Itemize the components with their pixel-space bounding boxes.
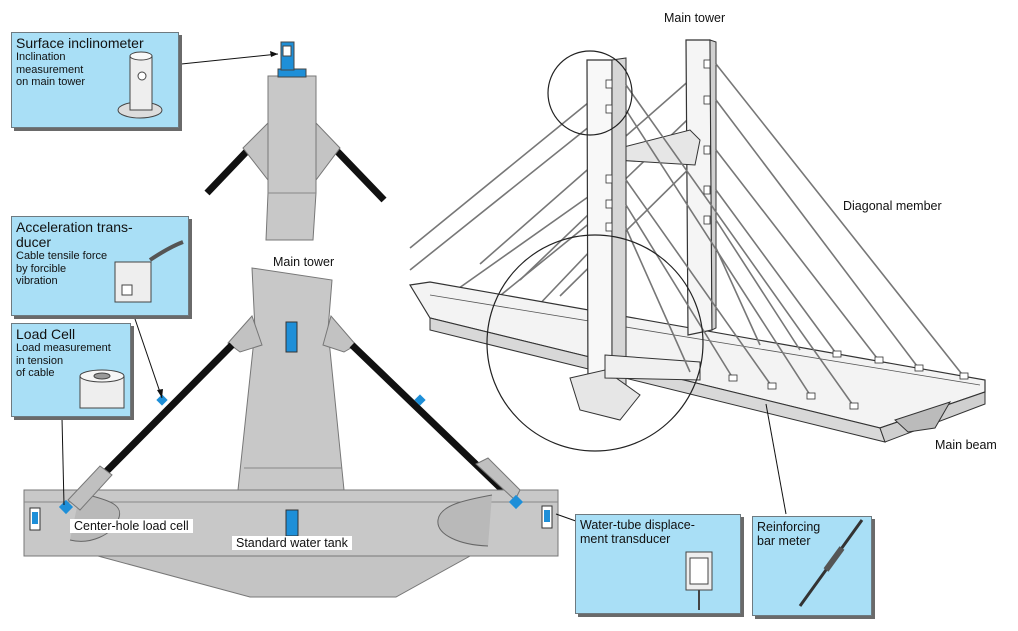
callout-desc-line: vibration (16, 275, 58, 287)
callout-desc-line: of cable (16, 367, 55, 379)
label-diagonal-member: Diagonal member (843, 199, 942, 213)
callout-title: Load Cell (16, 326, 76, 342)
tower-sensor (285, 321, 298, 353)
detail-circle-top (547, 50, 633, 136)
callout-desc-line: measurement (16, 63, 84, 76)
callout-acceleration-transducer: Acceleration trans- ducer Cable tensile … (11, 216, 189, 316)
upper-tower-detail (204, 75, 387, 241)
callout-title: Surface inclinometer (16, 35, 144, 51)
label-main-beam: Main beam (935, 438, 997, 452)
callout-water-tube: Water-tube displace- ment transducer (575, 514, 741, 614)
label-main-tower-right: Main tower (664, 11, 726, 25)
callout-desc-line: in tension (16, 354, 64, 367)
callout-title: bar meter (757, 534, 811, 548)
callout-title: ment transducer (580, 532, 671, 546)
callout-desc-line: Load measurement (16, 342, 111, 354)
main-tower-left (227, 267, 357, 491)
callout-title: Acceleration trans- (16, 219, 133, 235)
inclinometer-leader (161, 53, 279, 67)
surface-inclinometer-sensor (277, 41, 307, 78)
callout-surface-inclinometer: Surface inclinometer Inclination measure… (11, 32, 179, 128)
label-standard-water-tank: Standard water tank (232, 536, 352, 550)
callout-title: Water-tube displace- (580, 518, 695, 532)
callout-desc-line: Cable tensile force (16, 250, 108, 262)
label-center-hole-load-cell: Center-hole load cell (70, 519, 193, 533)
callout-title: ducer (16, 234, 52, 250)
cable-right (349, 342, 516, 503)
callout-load-cell: Load Cell Load measurement in tension of… (11, 323, 131, 417)
callout-reinforcing-bar: Reinforcing bar meter (752, 516, 872, 616)
water-tank-sensor (285, 509, 299, 537)
bridge-perspective (409, 39, 986, 515)
callout-desc-line: Inclination (16, 51, 66, 63)
callout-desc-line: on main tower (16, 76, 86, 88)
callout-desc-line: by forcible (16, 262, 67, 275)
detail-circle-bottom (486, 234, 704, 452)
label-main-tower-left: Main tower (273, 255, 335, 269)
callout-title: Reinforcing (757, 520, 821, 534)
